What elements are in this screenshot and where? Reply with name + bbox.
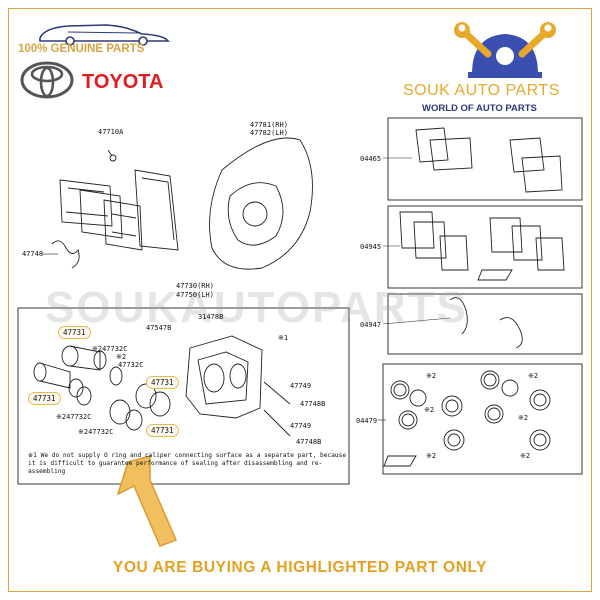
note-mark: ※1 xyxy=(278,334,289,342)
part-47710A: 47710A xyxy=(98,128,124,136)
highlighted-part-47731: 47731 xyxy=(28,392,61,405)
part-47781-rh: 47781(RH) xyxy=(250,121,288,129)
part-47732C: 47732C xyxy=(118,361,144,369)
outer-frame xyxy=(8,8,592,592)
part-47730-rh: 47730(RH) xyxy=(176,282,214,290)
note-mark: ※2 xyxy=(520,452,531,460)
part-47748: 47748 xyxy=(22,250,44,258)
note-mark: ※2 xyxy=(528,372,539,380)
part-47749: 47749 xyxy=(290,382,312,390)
shop-tagline: WORLD OF AUTO PARTS xyxy=(422,103,537,114)
part-47748B: 47748B xyxy=(296,438,322,446)
part-47782-lh: 47782(LH) xyxy=(250,129,288,137)
part-04465: 04465 xyxy=(360,155,382,163)
part-04947: 04947 xyxy=(360,321,382,329)
part-31478B: 31478B xyxy=(198,313,224,321)
highlighted-part-47731: 47731 xyxy=(146,376,179,389)
note-mark: ※2 xyxy=(116,353,127,361)
part-47748B: 47748B xyxy=(300,400,326,408)
note-mark: ※2 xyxy=(426,452,437,460)
part-04479: 04479 xyxy=(356,417,378,425)
part-47732C: ※247732C xyxy=(78,428,114,436)
highlighted-part-47731: 47731 xyxy=(146,424,179,437)
genuine-parts-text: 100% GENUINE PARTS xyxy=(18,43,145,55)
part-47547B: 47547B xyxy=(146,324,172,332)
toyota-emblem-icon xyxy=(20,61,74,99)
part-47749: 47749 xyxy=(290,422,312,430)
highlighted-part-47731: 47731 xyxy=(58,326,91,339)
note-mark: ※2 xyxy=(426,372,437,380)
toyota-wordmark: TOYOTA xyxy=(82,71,164,93)
footnote: ※1 We do not supply O ring and caliper c… xyxy=(28,452,347,475)
watermark-text: SOUKAUTOPARTS xyxy=(45,283,468,332)
part-47732C: ※247732C xyxy=(56,413,92,421)
part-04945: 04945 xyxy=(360,243,382,251)
shop-name: SOUK AUTO PARTS xyxy=(403,82,560,99)
note-mark: ※2 xyxy=(424,406,435,414)
note-mark: ※2 xyxy=(518,414,529,422)
footer-notice: YOU ARE BUYING A HIGHLIGHTED PART ONLY xyxy=(112,559,488,576)
souk-logo-icon xyxy=(454,22,556,78)
car-logo-icon xyxy=(39,24,170,46)
part-47732C: ※247732C xyxy=(92,345,128,353)
part-47750-lh: 47750(LH) xyxy=(176,291,214,299)
